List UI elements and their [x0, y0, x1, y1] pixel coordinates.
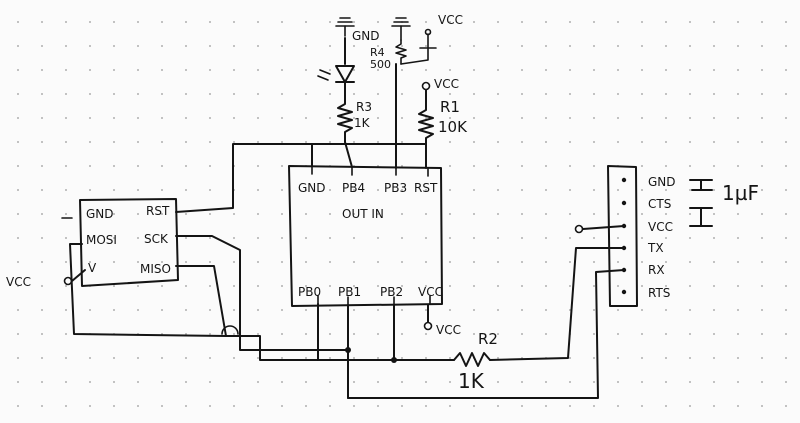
capacitor-symbol	[689, 179, 713, 227]
header-outline	[607, 165, 638, 307]
vcc-header-terminal	[574, 224, 584, 234]
mcu-block: GND PB4 PB3 RST OUT IN PB0 PB1 PB2 VCC	[288, 165, 443, 307]
mcu-outline	[288, 165, 443, 307]
vcc-label-switch: VCC	[438, 13, 463, 27]
r4-name: R4	[370, 46, 385, 59]
ground-symbol-right	[391, 17, 411, 41]
header-pin-gnd: GND	[648, 175, 676, 189]
header-pin-vcc: VCC	[648, 220, 673, 234]
r2-name: R2	[478, 330, 498, 348]
vcc-r1-terminal	[421, 81, 431, 91]
r1-value: 10K	[438, 118, 468, 136]
wire-r3-to-pb4	[344, 141, 353, 168]
wire-vcc-to-v	[71, 269, 86, 282]
programmer-pin-gnd: GND	[86, 207, 114, 221]
r1-name: R1	[440, 98, 460, 116]
resistor-r2	[453, 352, 491, 367]
header-pin-cts: CTS	[648, 197, 671, 211]
mcu-pin-vcc: VCC	[418, 285, 443, 299]
mcu-pin-ticks-top	[311, 165, 429, 177]
programmer-pin-sck: SCK	[144, 232, 169, 246]
mcu-pin-pb0: PB0	[298, 285, 321, 299]
vcc-mcu-terminal	[423, 321, 433, 331]
header-pin-rx: RX	[648, 263, 665, 277]
mcu-pin-pb1: PB1	[338, 285, 361, 299]
programmer-block: GND MOSI V RST SCK MISO	[61, 198, 179, 287]
programmer-pin-rst: RST	[146, 204, 170, 218]
mcu-pin-pb4: PB4	[342, 181, 365, 195]
mcu-pin-gnd: GND	[298, 181, 326, 195]
mcu-pin-ticks-bottom	[317, 295, 431, 306]
resistor-r3	[337, 95, 353, 143]
vcc-label-left: VCC	[6, 275, 31, 289]
vcc-label-mcu: VCC	[436, 323, 461, 337]
programmer-pin-mosi: MOSI	[86, 233, 117, 247]
r3-name: R3	[356, 100, 372, 114]
mcu-center-label: OUT IN	[342, 207, 384, 221]
r4-value: 500	[370, 58, 391, 71]
vcc-left-terminal	[63, 276, 73, 286]
programmer-pin-v: V	[88, 261, 97, 275]
wire-miso	[175, 265, 319, 361]
wire-top-bus	[175, 143, 313, 213]
serial-header: GND CTS VCC TX RX RTS	[607, 165, 676, 307]
junction-pb1	[345, 347, 351, 353]
mcu-pin-pb3: PB3	[384, 181, 407, 195]
header-pin-tx: TX	[647, 241, 664, 255]
resistor-r1	[418, 89, 434, 169]
r2-value: 1K	[458, 369, 485, 393]
header-pin-rts: RTS	[648, 286, 670, 300]
wire-crossover-hop	[221, 325, 239, 335]
vcc-label-r1: VCC	[434, 77, 459, 91]
r3-value: 1K	[354, 116, 371, 130]
wire-header-vcc	[582, 225, 625, 230]
resistor-r4	[395, 39, 407, 65]
wire-mosi	[69, 243, 227, 337]
programmer-outline	[79, 198, 179, 287]
mcu-pin-pb2: PB2	[380, 285, 403, 299]
programmer-pin-miso: MISO	[140, 262, 171, 276]
gnd-label-top: GND	[352, 29, 380, 43]
led-symbol	[317, 37, 355, 97]
wire-sck	[175, 235, 349, 351]
ground-symbol-left	[335, 17, 355, 37]
wire-r2-to-tx	[489, 247, 625, 361]
pushbutton-switch	[400, 28, 437, 65]
capacitor-value: 1µF	[722, 181, 759, 205]
mcu-pin-rst: RST	[414, 181, 438, 195]
